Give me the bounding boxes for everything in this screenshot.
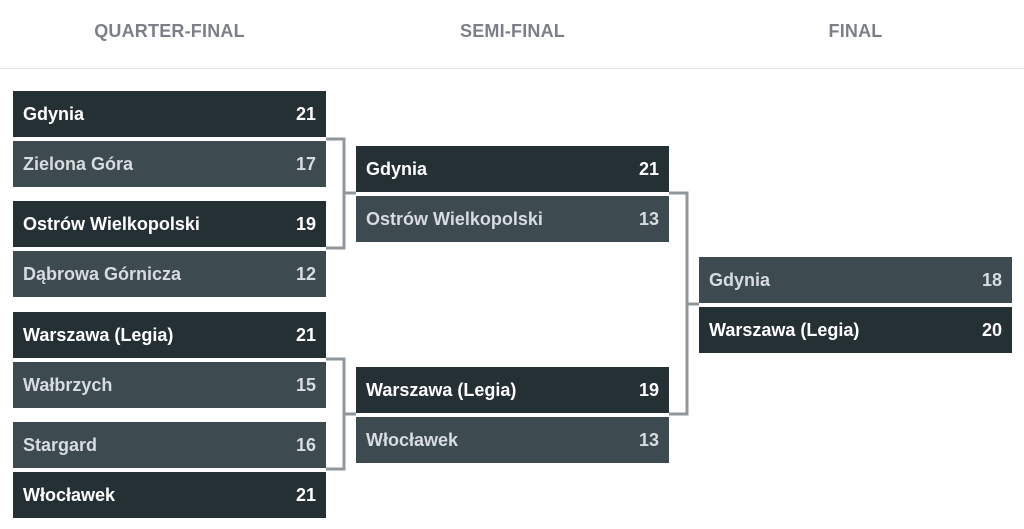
- semi-final-match-2[interactable]: Warszawa (Legia) 19 Włocławek 13: [356, 367, 669, 463]
- team-row-bottom[interactable]: Włocławek 13: [356, 417, 669, 463]
- team-name: Ostrów Wielkopolski: [23, 213, 200, 234]
- team-name: Wałbrzych: [23, 374, 113, 395]
- team-score: 21: [295, 324, 316, 345]
- team-row-top[interactable]: Ostrów Wielkopolski 19: [13, 201, 326, 247]
- team-row-bottom[interactable]: Wałbrzych 15: [13, 362, 326, 408]
- round-title-quarter-final: QUARTER-FINAL: [94, 21, 245, 41]
- team-row-bottom[interactable]: Włocławek 21: [13, 472, 326, 518]
- team-score: 18: [981, 269, 1002, 290]
- connector-qf3-sf2: [326, 357, 356, 416]
- connector-qf4-sf2: [326, 414, 346, 471]
- team-row-bottom[interactable]: Warszawa (Legia) 20: [699, 307, 1012, 353]
- team-score: 12: [295, 263, 316, 284]
- team-score: 19: [295, 213, 316, 234]
- team-name: Dąbrowa Górnicza: [23, 263, 182, 284]
- round-header-bar: QUARTER-FINAL SEMI-FINAL FINAL: [0, 0, 1024, 69]
- connector-qf2-sf1: [326, 193, 346, 250]
- connector-sf1-final: [669, 191, 699, 306]
- team-row-top[interactable]: Warszawa (Legia) 21: [13, 312, 326, 358]
- team-row-top[interactable]: Gdynia 21: [13, 91, 326, 137]
- team-name: Gdynia: [23, 103, 85, 124]
- team-row-top[interactable]: Gdynia 21: [356, 146, 669, 192]
- team-name: Włocławek: [366, 429, 459, 450]
- team-score: 21: [295, 484, 316, 505]
- connector-sf2-final: [669, 304, 689, 416]
- team-row-bottom[interactable]: Zielona Góra 17: [13, 141, 326, 187]
- quarter-final-match-4[interactable]: Stargard 16 Włocławek 21: [13, 422, 326, 518]
- team-name: Warszawa (Legia): [23, 324, 174, 345]
- team-score: 21: [295, 103, 316, 124]
- team-score: 17: [295, 153, 316, 174]
- team-name: Ostrów Wielkopolski: [366, 208, 543, 229]
- team-row-top[interactable]: Gdynia 18: [699, 257, 1012, 303]
- team-score: 13: [638, 429, 659, 450]
- quarter-final-match-1[interactable]: Gdynia 21 Zielona Góra 17: [13, 91, 326, 187]
- team-score: 21: [638, 158, 659, 179]
- team-score: 13: [638, 208, 659, 229]
- quarter-final-match-2[interactable]: Ostrów Wielkopolski 19 Dąbrowa Górnicza …: [13, 201, 326, 297]
- team-name: Warszawa (Legia): [366, 379, 517, 400]
- team-name: Włocławek: [23, 484, 116, 505]
- team-score: 19: [638, 379, 659, 400]
- round-title-final: FINAL: [828, 21, 883, 41]
- team-row-top[interactable]: Warszawa (Legia) 19: [356, 367, 669, 413]
- connector-qf1-sf1: [326, 137, 356, 195]
- team-name: Gdynia: [709, 269, 771, 290]
- team-name: Zielona Góra: [23, 153, 134, 174]
- semi-final-match-1[interactable]: Gdynia 21 Ostrów Wielkopolski 13: [356, 146, 669, 242]
- team-row-top[interactable]: Stargard 16: [13, 422, 326, 468]
- final-match[interactable]: Gdynia 18 Warszawa (Legia) 20: [699, 257, 1012, 353]
- team-row-bottom[interactable]: Ostrów Wielkopolski 13: [356, 196, 669, 242]
- team-name: Gdynia: [366, 158, 428, 179]
- quarter-final-match-3[interactable]: Warszawa (Legia) 21 Wałbrzych 15: [13, 312, 326, 408]
- team-score: 15: [295, 374, 316, 395]
- team-name: Stargard: [23, 434, 98, 455]
- team-score: 16: [295, 434, 316, 455]
- team-name: Warszawa (Legia): [709, 319, 860, 340]
- team-row-bottom[interactable]: Dąbrowa Górnicza 12: [13, 251, 326, 297]
- round-title-semi-final: SEMI-FINAL: [460, 21, 565, 41]
- team-score: 20: [981, 319, 1002, 340]
